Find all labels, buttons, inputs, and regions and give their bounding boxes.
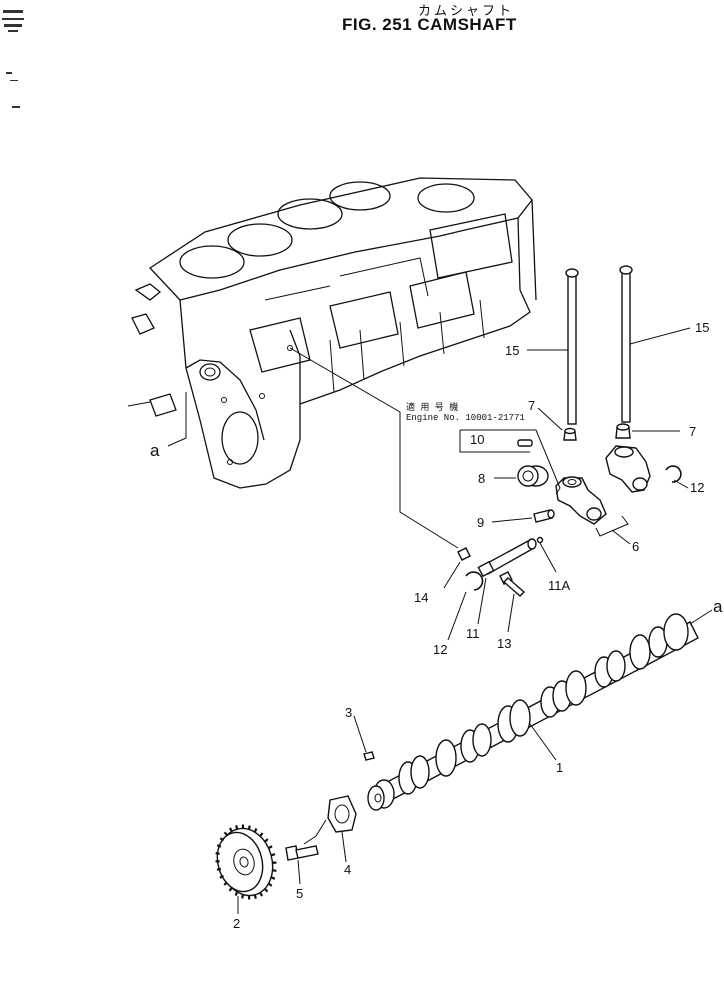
callout-15-left: 15 [505, 343, 519, 358]
callout-10: 10 [470, 432, 484, 447]
figure-title: FIG. 251 CAMSHAFT [342, 15, 517, 34]
callout-a-left: a [150, 441, 160, 460]
serial-note-jp: 適 用 号 機 [406, 403, 459, 413]
leader-12-left [447, 591, 467, 641]
gear-tooth [253, 828, 258, 833]
callout-3: 3 [345, 705, 352, 720]
gear-2 [215, 824, 277, 900]
leader-14-short [443, 561, 461, 589]
leader-5 [297, 859, 301, 885]
key-3 [363, 751, 375, 761]
leader-3 [353, 715, 367, 753]
callout-7-left: 7 [528, 398, 535, 413]
leader-15-right [629, 327, 691, 345]
leader-11 [477, 577, 487, 625]
leader-1 [529, 723, 557, 761]
clip-12-right [665, 465, 682, 483]
scan-noise [2, 10, 24, 108]
roller-8 [517, 465, 549, 487]
gear-tooth [267, 882, 273, 887]
gear-tooth [228, 887, 233, 892]
box-10-bottom [459, 430, 530, 453]
ball-11a [536, 536, 544, 544]
rocker-left [555, 476, 607, 525]
gear-tooth [234, 891, 239, 896]
pin-10 [517, 439, 533, 447]
callout-12-right: 12 [690, 480, 704, 495]
leader-a-left [167, 392, 187, 447]
gear-tooth [223, 881, 228, 886]
gear-tooth [223, 831, 229, 837]
gear-tooth [228, 827, 233, 832]
gear-tooth [219, 837, 225, 842]
serial-note-engine-range: Engine No. 10001-21771 [406, 413, 525, 423]
leader-11a [539, 542, 557, 573]
gear-tooth [270, 876, 276, 880]
callout-15-right: 15 [695, 320, 709, 335]
leader-7-left [537, 407, 563, 431]
callout-11: 11 [466, 626, 480, 641]
gear-tooth [247, 825, 251, 830]
cap-7-left [563, 427, 577, 441]
gear-tooth [215, 851, 220, 855]
callout-14: 14 [414, 590, 428, 605]
box-10-top [460, 429, 561, 495]
push-rod-right [619, 265, 633, 423]
gear-tooth [264, 838, 269, 843]
clip-12-left [465, 571, 484, 591]
callout-5: 5 [296, 886, 303, 901]
gear-tooth [253, 894, 257, 899]
gear-tooth [263, 887, 269, 893]
camshaft-1 [367, 613, 699, 811]
leader-4-bolt [303, 819, 327, 845]
callout-2: 2 [233, 916, 240, 931]
cap-7-right [615, 423, 631, 439]
callout-9: 9 [477, 515, 484, 530]
engine-block [127, 177, 537, 489]
callout-12-left: 12 [433, 642, 447, 657]
gear-tooth [216, 844, 222, 848]
callout-1: 1 [556, 760, 563, 775]
title-japanese: カムシャフト [418, 4, 515, 19]
bolt-13 [499, 571, 526, 597]
leader-9 [491, 517, 533, 523]
bolt-5 [285, 845, 319, 861]
rocker-right [605, 445, 651, 493]
leader-4 [341, 831, 347, 863]
thrust-plate-4 [327, 795, 357, 833]
leader-13 [507, 593, 515, 633]
callout-11a: 11A [548, 578, 570, 593]
callout-4: 4 [344, 862, 351, 877]
gear-tooth [241, 894, 245, 899]
gear-tooth [219, 874, 224, 879]
cap-14 [457, 547, 471, 561]
gear-tooth [270, 853, 276, 857]
serial-note: 適 用 号 機 Engine No. 10001-21771 [406, 403, 525, 423]
gear-teeth [215, 824, 277, 900]
callout-6: 6 [632, 539, 639, 554]
pin-9 [533, 509, 555, 523]
leader-a-right [689, 609, 713, 625]
push-rod-left [565, 268, 579, 425]
gear-tooth [268, 845, 273, 850]
shaft-11 [477, 538, 537, 578]
gear-tooth [216, 867, 222, 871]
gear-tooth [235, 825, 239, 830]
leader-6 [611, 529, 631, 545]
leader-12-right [673, 479, 689, 489]
bracket-6 [595, 515, 629, 537]
callout-7-right: 7 [689, 424, 696, 439]
leader-14 [289, 347, 459, 549]
gear-tooth [259, 892, 264, 897]
callout-a-right: a [713, 597, 723, 616]
callout-8: 8 [478, 471, 485, 486]
callout-13: 13 [497, 636, 511, 651]
gear-tooth [259, 832, 264, 837]
gear-tooth [272, 869, 277, 873]
